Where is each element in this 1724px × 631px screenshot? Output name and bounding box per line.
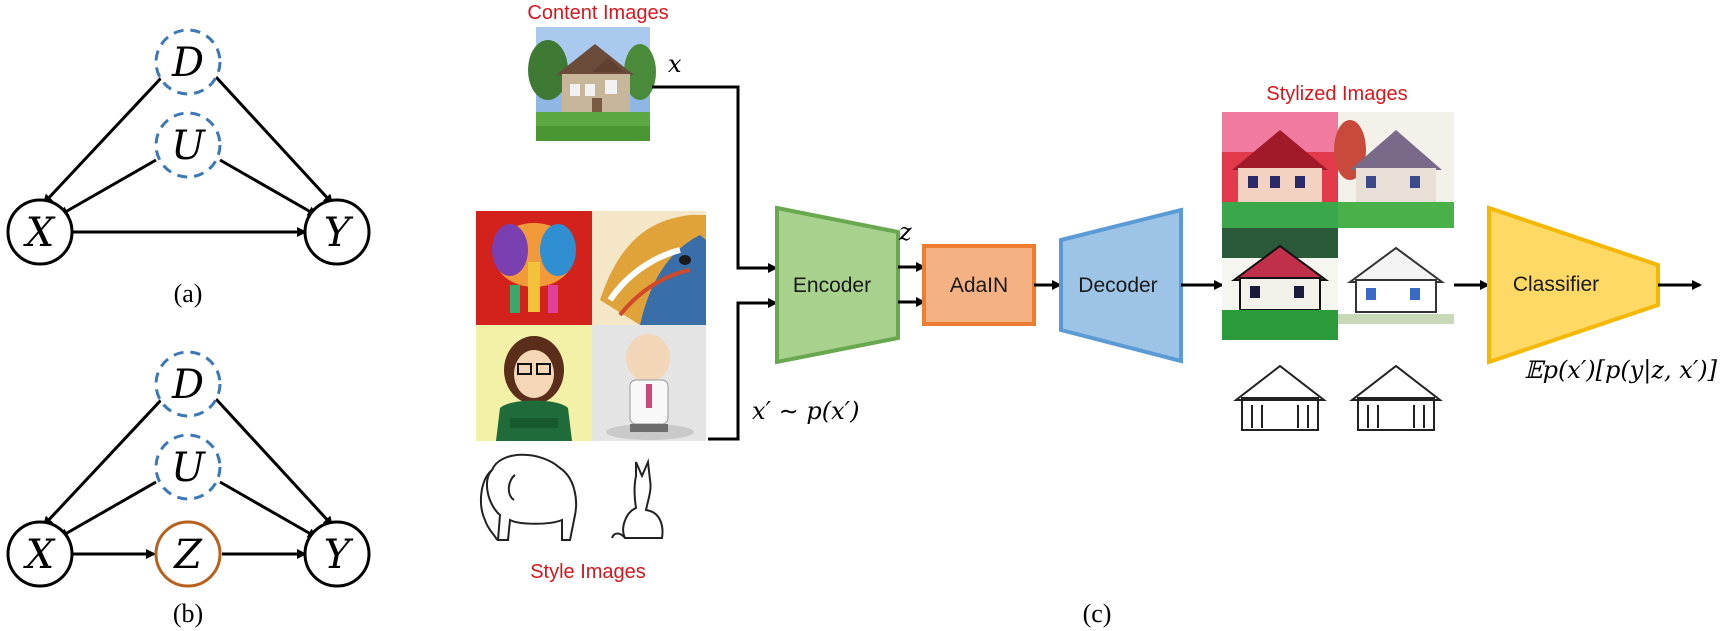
- graph-b-edges: [42, 397, 334, 559]
- sketch-dog: [611, 458, 664, 539]
- edge-a-u-y: [219, 158, 318, 217]
- encoder-label: Encoder: [793, 274, 871, 297]
- connector-style-to-encoder: [708, 298, 778, 441]
- style-image-elephant: [476, 211, 592, 325]
- content-image: [528, 27, 656, 141]
- sketch-elephant: [479, 453, 578, 541]
- edge-b-u-y: [219, 480, 318, 539]
- node-a-y-label: Y: [324, 210, 354, 256]
- node-a-u-label: U: [171, 123, 206, 169]
- caption-c: (c): [1083, 599, 1112, 628]
- classifier-label: Classifier: [1513, 273, 1599, 296]
- node-b-u-label: U: [171, 445, 206, 491]
- encoder-to-adain-connectors: [898, 262, 926, 307]
- x-label: x: [668, 50, 682, 78]
- node-a-y-circle: [303, 198, 371, 266]
- connector-content-to-encoder: [652, 85, 778, 273]
- edge-b-d-x: [42, 397, 164, 527]
- classifier-block: [1487, 205, 1660, 365]
- edge-a-d-x: [42, 75, 164, 205]
- edge-a-u-x: [58, 158, 157, 217]
- node-b-y-label: Y: [324, 532, 354, 578]
- node-a-d-circle: [154, 28, 222, 96]
- graph-a-edges: [42, 75, 334, 237]
- decoder-block: [1059, 207, 1183, 364]
- stylized-image-3: [1222, 228, 1338, 340]
- encoder-block: [775, 205, 900, 365]
- caption-a: (a): [174, 279, 203, 308]
- stylized-images-grid: [1222, 112, 1454, 458]
- edge-b-u-x: [58, 480, 157, 539]
- xprime-label: x′ ∼ p(x′): [752, 397, 859, 425]
- stylized-image-5: [1222, 342, 1338, 458]
- stylized-image-2: [1334, 112, 1454, 228]
- causal-graph-a: D U X Y (a): [6, 28, 371, 308]
- node-a-d-label: D: [171, 40, 204, 86]
- style-images-label: Style Images: [530, 561, 646, 583]
- style-image-cartoon-man: [592, 325, 706, 441]
- pipeline: Content Images x: [476, 2, 1718, 628]
- style-images-grid: [476, 211, 706, 441]
- style-image-horse: [592, 211, 706, 325]
- node-b-u-circle: [154, 433, 222, 501]
- node-a-u-circle: [154, 111, 222, 179]
- input-connectors: [652, 85, 778, 441]
- node-b-y-circle: [303, 520, 371, 588]
- node-b-d-circle: [154, 350, 222, 418]
- node-b-d-label: D: [171, 362, 204, 408]
- node-a-x-circle: [6, 198, 74, 266]
- stylized-image-4: [1338, 228, 1454, 340]
- content-images-label: Content Images: [527, 2, 668, 24]
- caption-b: (b): [173, 599, 203, 628]
- edge-a-d-y: [214, 75, 334, 205]
- node-b-z-label: Z: [172, 532, 203, 578]
- adain-block: [922, 244, 1036, 326]
- stylized-images-label: Stylized Images: [1266, 83, 1407, 105]
- edge-b-d-y: [214, 397, 334, 527]
- node-b-x-label: X: [23, 532, 56, 578]
- node-a-x-label: X: [23, 210, 56, 256]
- causal-graph-b: D U X Z Y (b): [6, 350, 371, 628]
- decoder-label: Decoder: [1078, 274, 1157, 297]
- stylized-image-6: [1338, 342, 1454, 458]
- z-label: z: [898, 218, 912, 246]
- node-b-x-circle: [6, 520, 74, 588]
- adain-label: AdaIN: [950, 274, 1008, 297]
- stylized-image-1: [1222, 112, 1338, 228]
- node-b-z-circle: [154, 520, 222, 588]
- expectation-label: 𝔼p(x′)[p(y|z, x′)]: [1524, 356, 1717, 385]
- style-image-cartoon-girl: [476, 325, 592, 441]
